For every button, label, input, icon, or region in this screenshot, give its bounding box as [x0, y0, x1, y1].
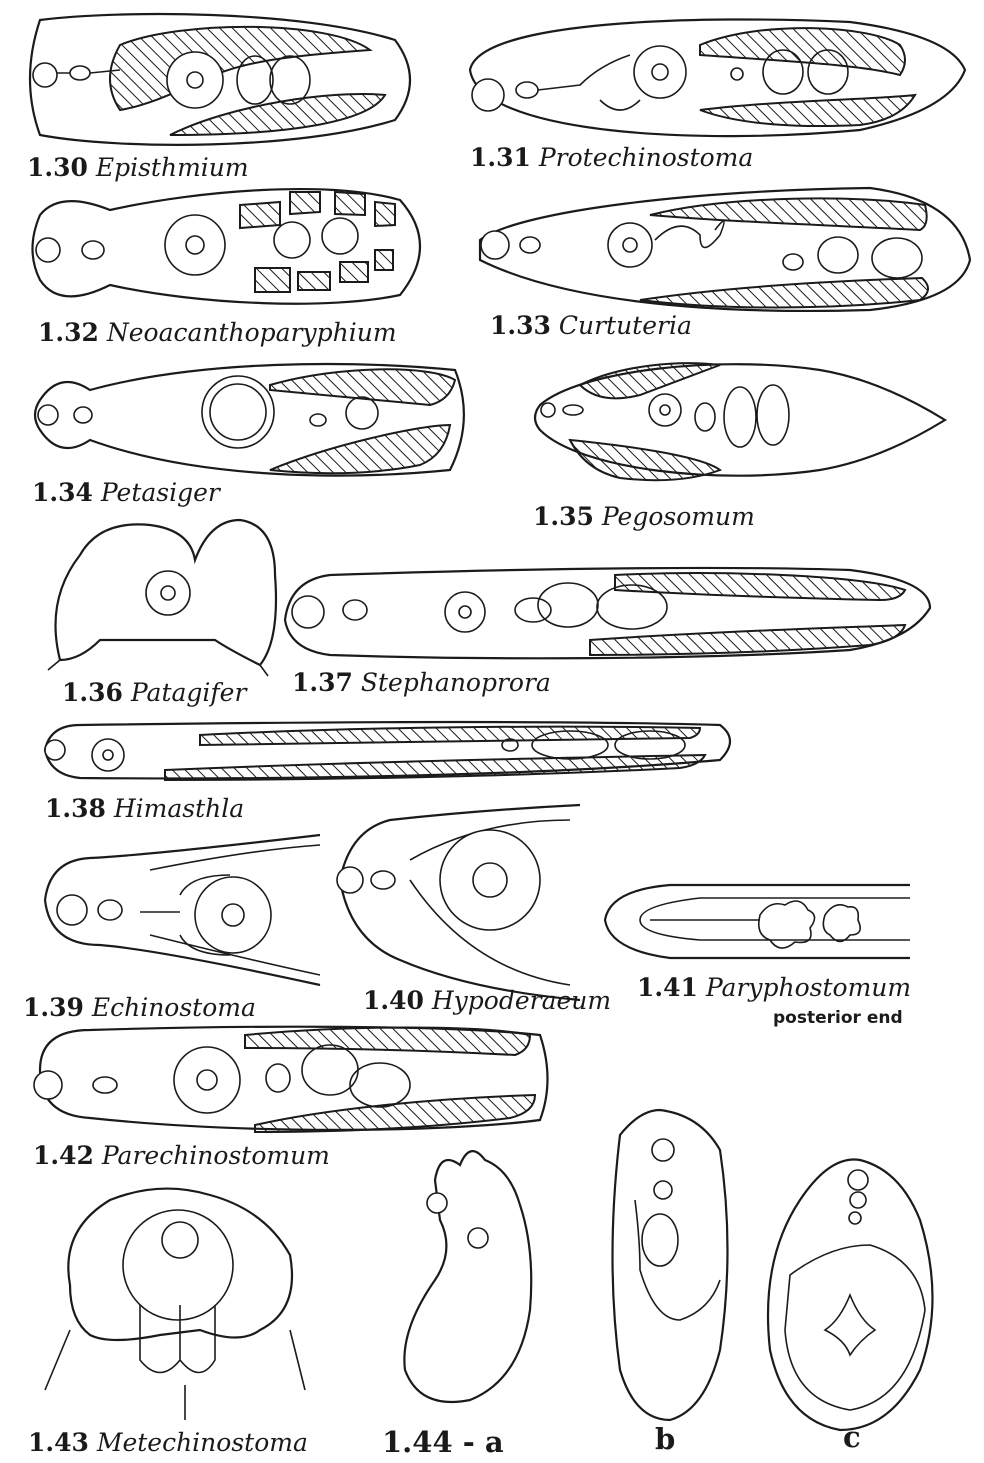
figure-label-1-39: 1.39 Echinostoma: [23, 995, 256, 1020]
figure-label-1-30: 1.30 Episthmium: [27, 155, 249, 180]
figure-label-1-44-c: c: [843, 1423, 861, 1452]
figure-1-43-drawing: [45, 1189, 305, 1420]
figure-1-32-drawing: [33, 189, 421, 304]
figure-1-38-drawing: [45, 722, 730, 780]
figure-label-1-36: 1.36 Patagifer: [62, 680, 246, 705]
figure-1-37-drawing: [285, 568, 930, 658]
figure-1-40-drawing: [337, 805, 580, 1000]
figure-1-34-drawing: [35, 364, 464, 476]
figure-label-1-43: 1.43 Metechinostoma: [28, 1430, 308, 1455]
figure-label-1-44-a: 1.44 - a: [382, 1428, 504, 1457]
figure-1-39-drawing: [45, 835, 320, 985]
figure-1-42-drawing: [34, 1027, 548, 1132]
figure-label-1-41: 1.41 Paryphostomum: [637, 975, 911, 1000]
figure-label-1-34: 1.34 Petasiger: [32, 480, 220, 505]
figure-1-35-drawing: [535, 363, 945, 480]
figure-1-44c-drawing: [768, 1160, 933, 1431]
figure-note-1-41: posterior end: [773, 1008, 903, 1028]
figure-label-1-35: 1.35 Pegosomum: [533, 504, 755, 529]
figure-label-1-42: 1.42 Parechinostomum: [33, 1143, 330, 1168]
figure-1-44a-drawing: [404, 1151, 531, 1402]
figure-label-1-31: 1.31 Protechinostoma: [470, 145, 753, 170]
figure-1-36-drawing: [48, 520, 276, 676]
figure-1-30-drawing: [30, 14, 410, 145]
figure-label-1-38: 1.38 Himasthla: [45, 796, 244, 821]
figure-1-44b-drawing: [613, 1110, 728, 1420]
figure-1-33-drawing: [480, 188, 970, 311]
figure-1-41-drawing: [605, 885, 910, 958]
figure-label-1-33: 1.33 Curtuteria: [490, 313, 692, 338]
figure-label-1-40: 1.40 Hypoderaeum: [363, 988, 611, 1013]
figure-label-1-32: 1.32 Neoacanthoparyphium: [38, 320, 397, 345]
figure-label-1-44-b: b: [655, 1425, 675, 1454]
figure-1-31-drawing: [470, 19, 965, 136]
figure-label-1-37: 1.37 Stephanoprora: [292, 670, 551, 695]
